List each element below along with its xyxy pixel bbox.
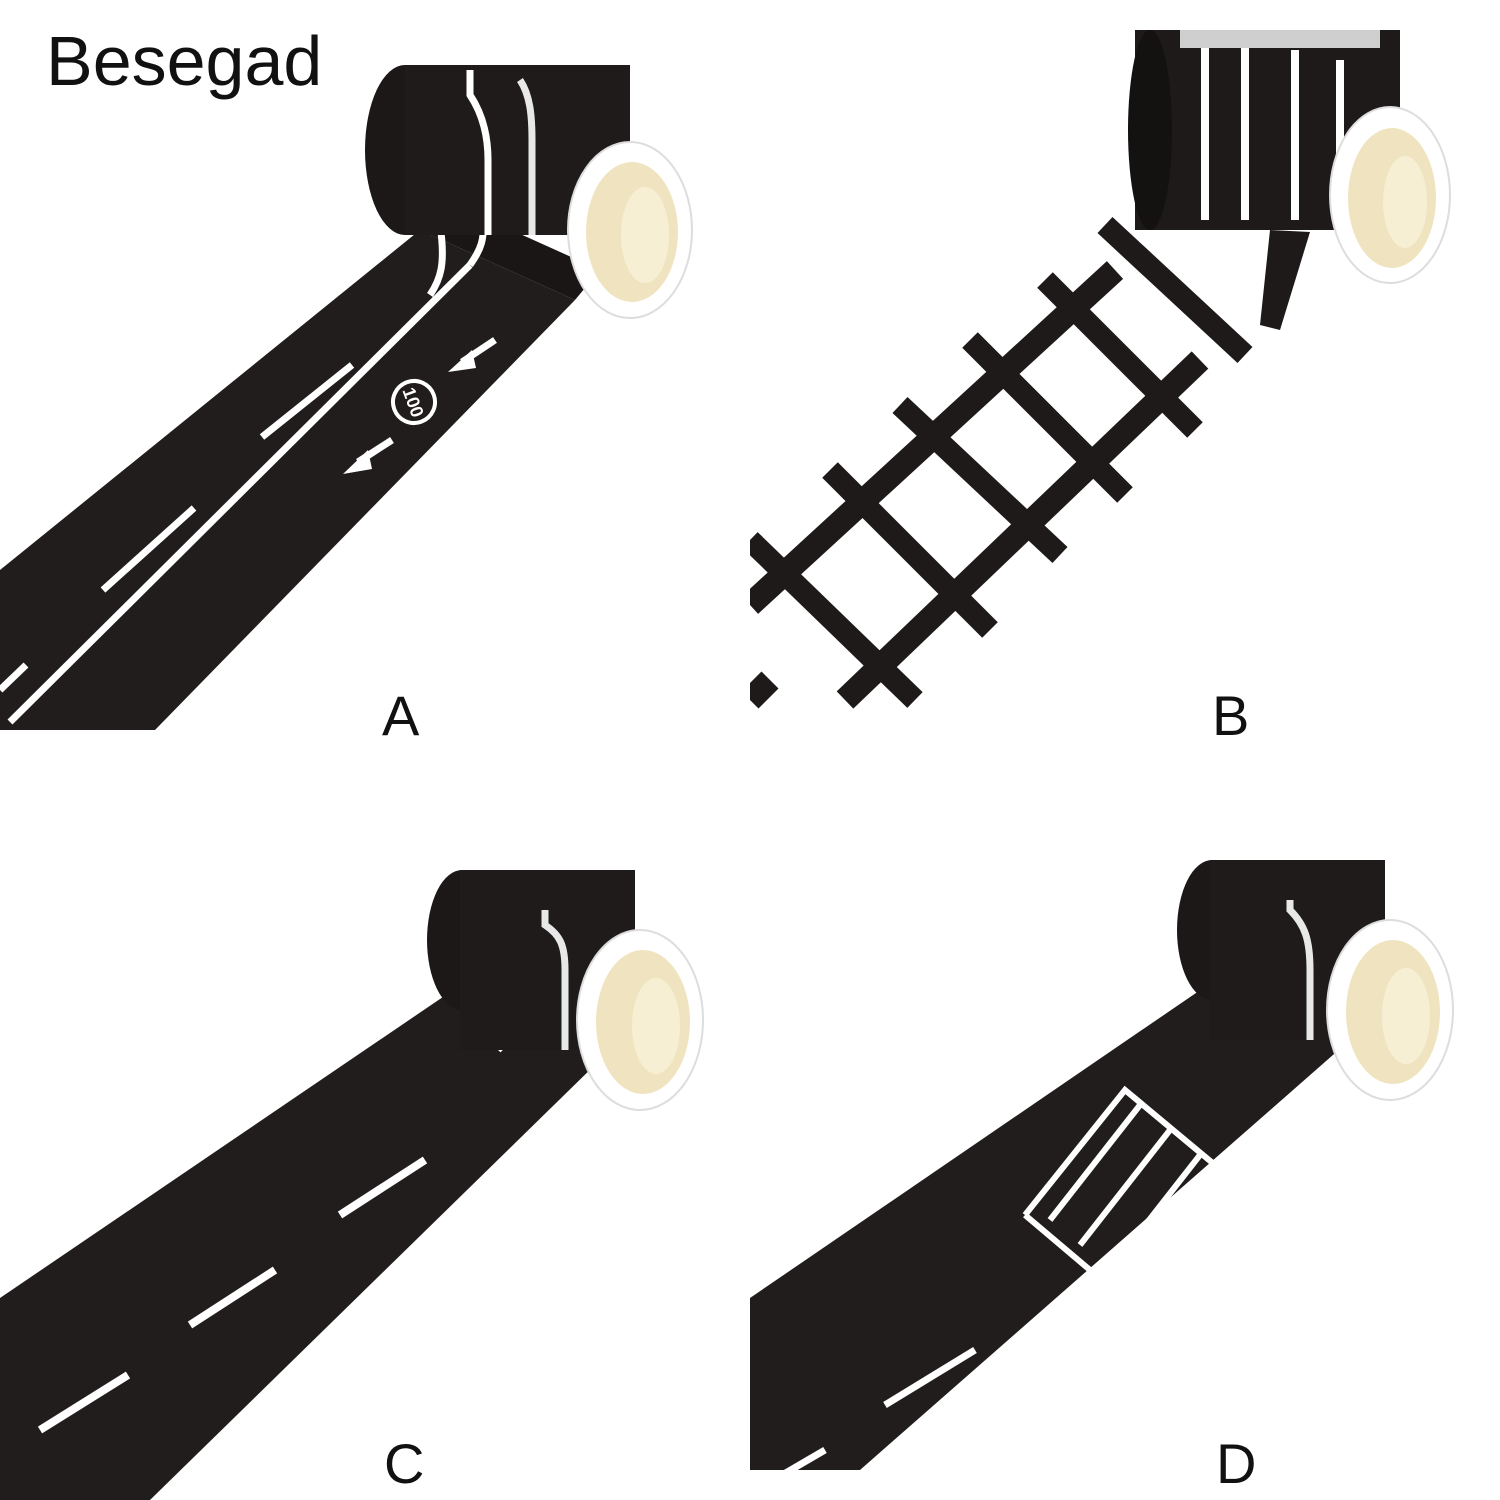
railway-tape-roll-image	[750, 30, 1451, 709]
arrow-icon	[448, 337, 497, 372]
panel-c-road-tape: C	[0, 750, 750, 1500]
arrow-icon	[930, 1416, 978, 1446]
speed-limit-icon: 50	[984, 1359, 1026, 1401]
svg-text:50: 50	[992, 1368, 1016, 1392]
panel-a-road-tape: 100 A	[0, 0, 750, 750]
panel-label-a: A	[382, 684, 420, 747]
arrow-icon	[1030, 1335, 1070, 1360]
panel-label-d: D	[1216, 1432, 1257, 1495]
brand-logo-text: Besegad	[46, 22, 323, 100]
road-tape-roll-image: 100	[0, 65, 693, 730]
dashed-road-tape-roll-image	[0, 870, 704, 1500]
panel-label-c: C	[384, 1432, 425, 1495]
panel-b-railway-tape: B	[750, 0, 1500, 750]
arrow-icon	[343, 437, 394, 474]
panel-label-b: B	[1212, 684, 1250, 747]
crosswalk-road-tape-roll-image: 50	[750, 860, 1454, 1489]
panel-d-crosswalk-tape: 50 D	[750, 750, 1500, 1500]
